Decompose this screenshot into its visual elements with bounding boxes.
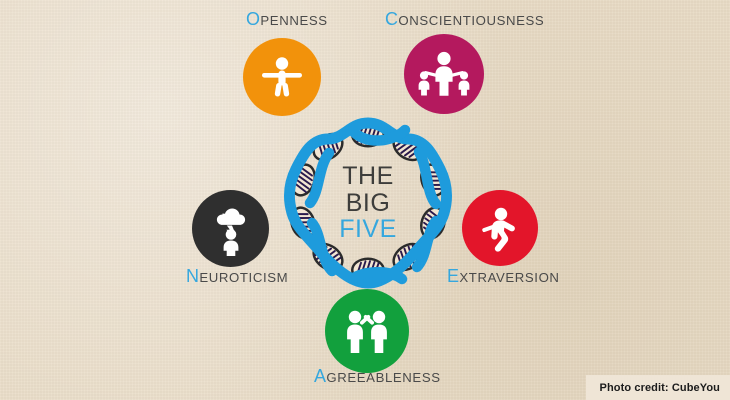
trait-icon-circle-neuroticism[interactable] xyxy=(192,190,269,267)
trait-name-neuroticism: EUROTICISM xyxy=(199,270,289,285)
trait-label-conscientiousness: CONSCIENTIOUSNESS xyxy=(385,10,544,28)
trait-icon-circle-conscientiousness[interactable] xyxy=(404,34,484,114)
dna-blue-strand xyxy=(283,117,453,289)
trait-label-agreeableness: AGREEABLENESS xyxy=(314,367,441,385)
trait-name-conscientiousness: ONSCIENTIOUSNESS xyxy=(398,13,545,28)
trait-label-openness: OPENNESS xyxy=(246,10,328,28)
trait-initial-extraversion: E xyxy=(447,266,460,286)
adult-with-children-icon xyxy=(418,51,470,96)
photo-credit-bar: Photo credit: CubeYou xyxy=(585,375,730,400)
person-arms-outstretched-icon xyxy=(262,57,302,97)
trait-label-neuroticism: NEUROTICISM xyxy=(186,267,288,285)
trait-name-extraversion: XTRAVERSION xyxy=(459,270,560,285)
trait-initial-neuroticism: N xyxy=(186,266,200,286)
two-people-high-five-icon xyxy=(347,310,387,353)
dna-blue-weave xyxy=(304,124,442,285)
dna-circle-graphic xyxy=(268,103,468,303)
person-under-storm-cloud-icon xyxy=(216,208,245,256)
trait-icon-circle-openness[interactable] xyxy=(243,38,321,116)
trait-initial-agreeableness: A xyxy=(314,366,327,386)
dancing-person-icon xyxy=(482,207,515,252)
trait-label-extraversion: EXTRAVERSION xyxy=(447,267,560,285)
trait-initial-openness: O xyxy=(246,9,261,29)
photo-credit-text: Photo credit: CubeYou xyxy=(599,381,720,394)
trait-icon-circle-extraversion[interactable] xyxy=(462,190,538,266)
trait-initial-conscientiousness: C xyxy=(385,9,399,29)
trait-name-openness: PENNESS xyxy=(260,13,328,28)
trait-icon-circle-agreeableness[interactable] xyxy=(325,289,409,373)
trait-name-agreeableness: GREEABLENESS xyxy=(326,370,441,385)
